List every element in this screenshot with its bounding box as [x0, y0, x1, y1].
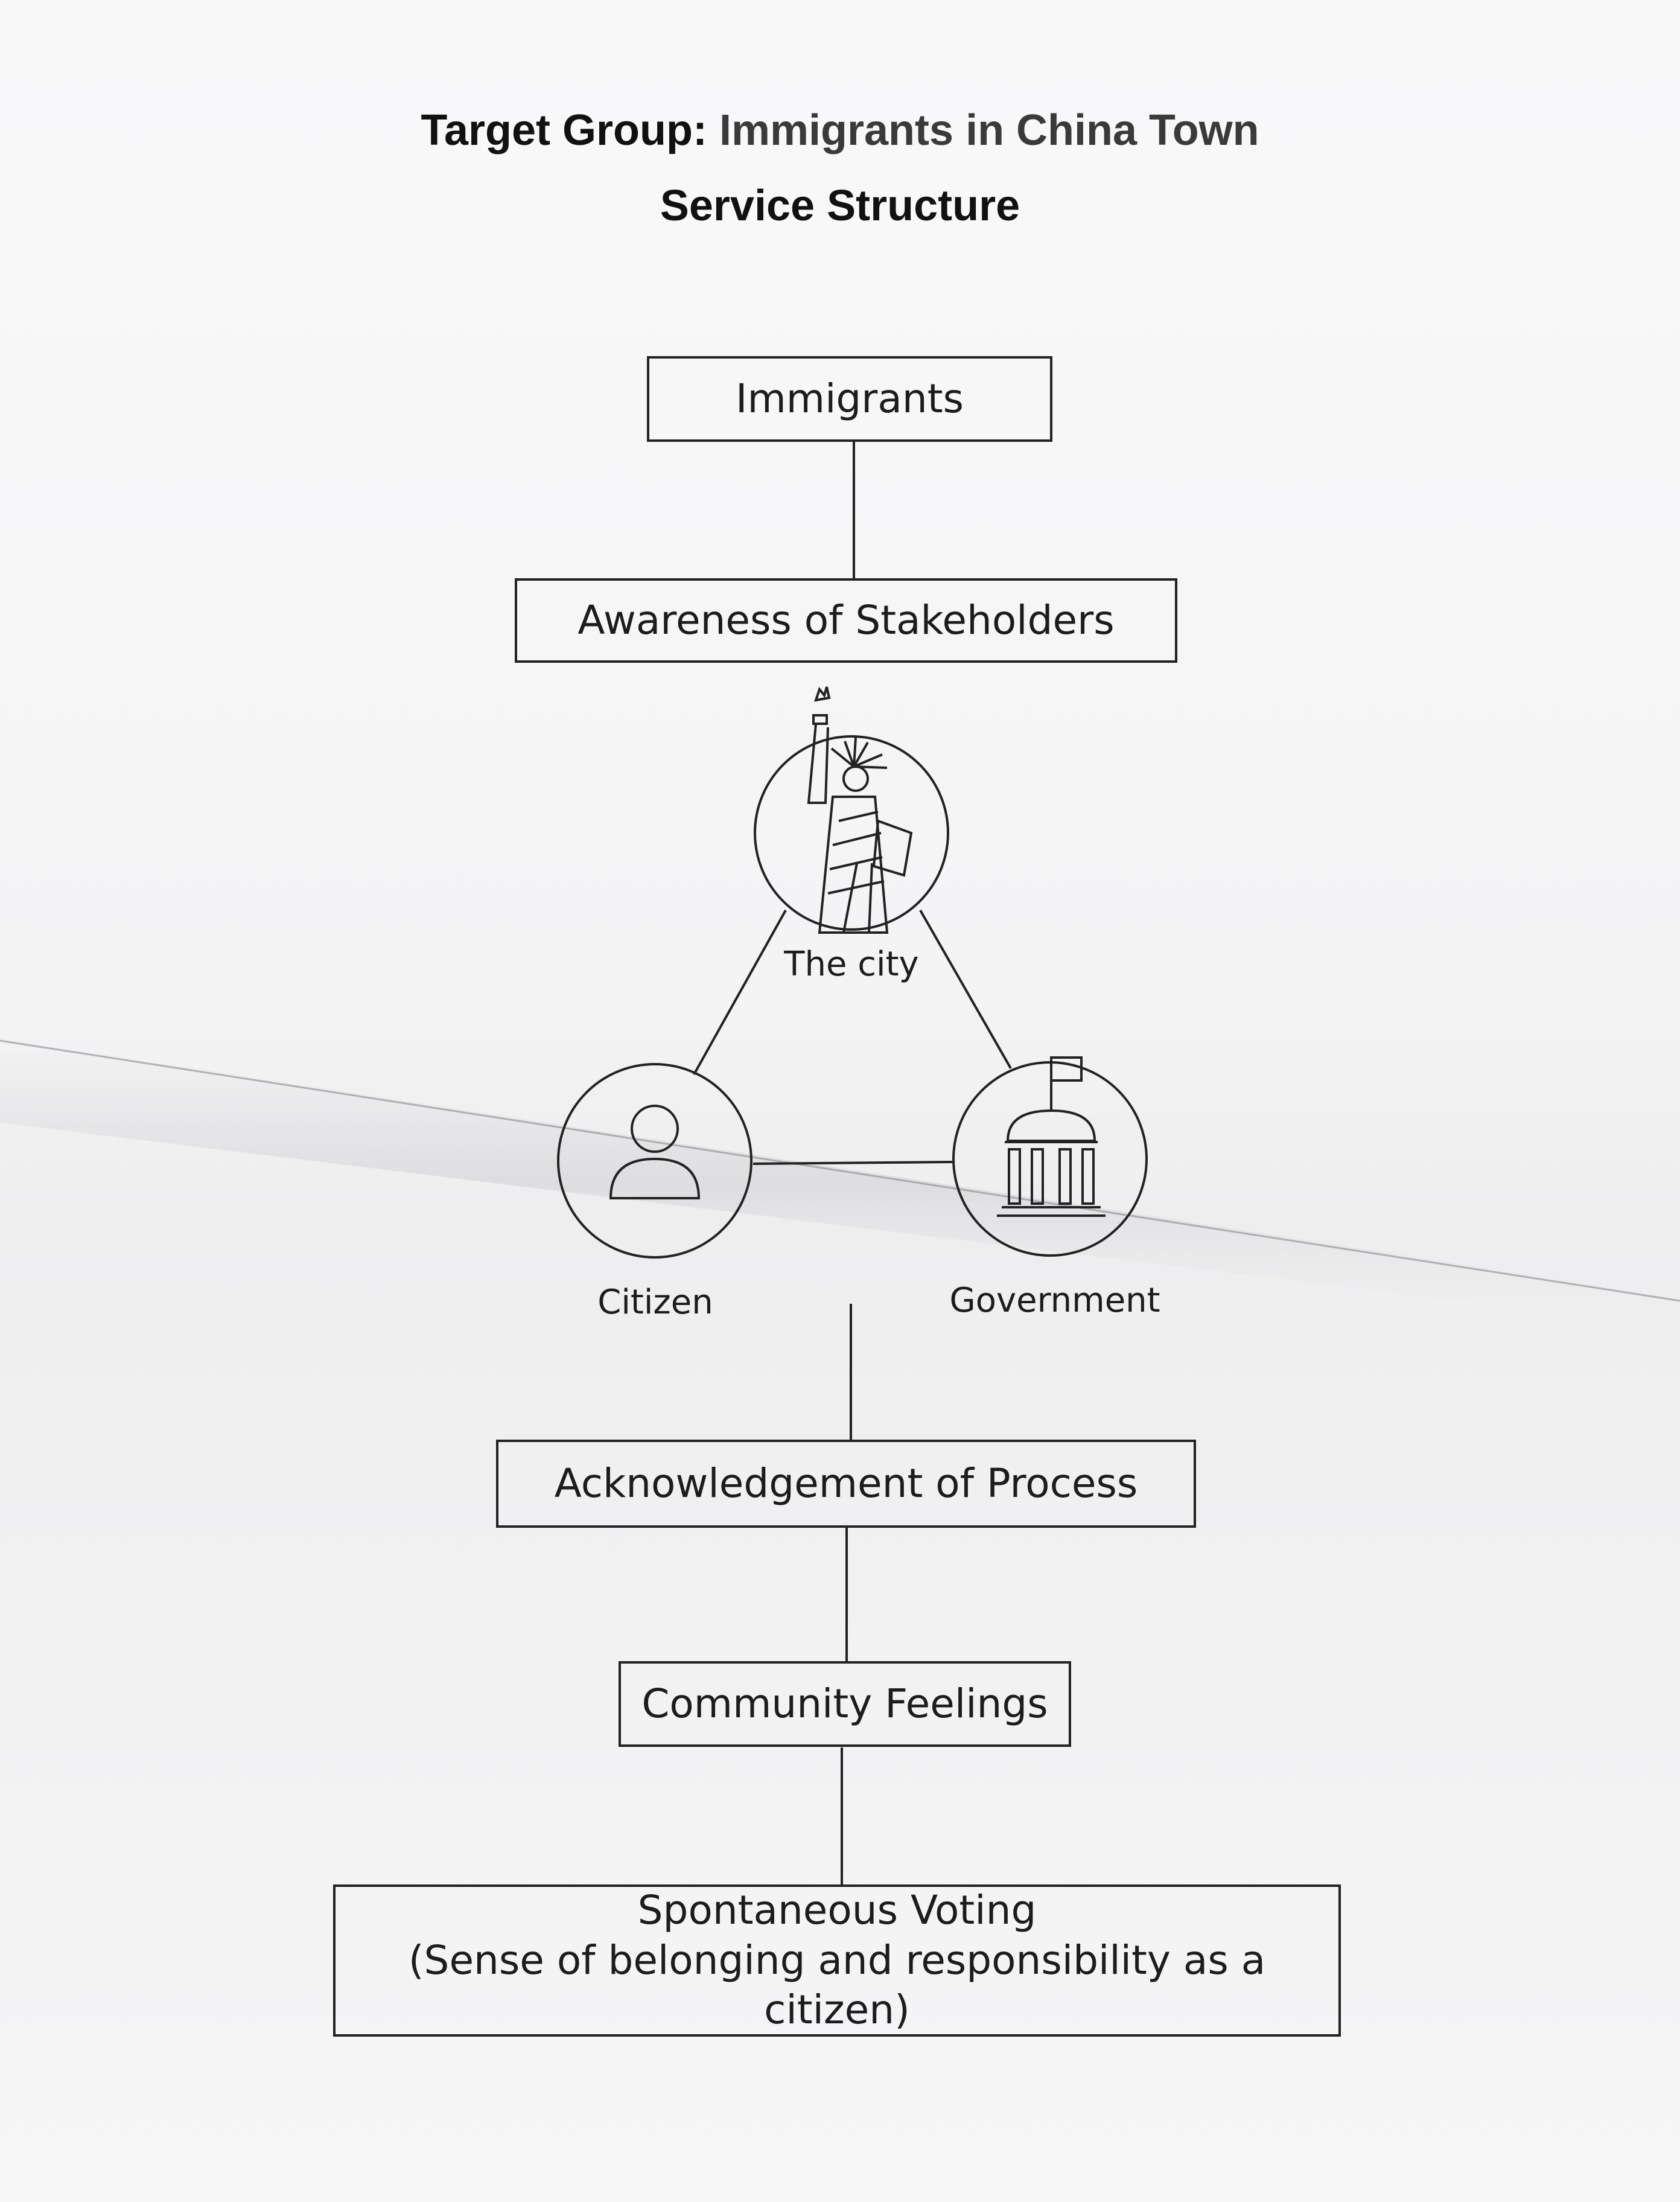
page-subtitle: Service Structure	[660, 182, 1020, 230]
title-target-group: Immigrants in China Town	[719, 106, 1259, 155]
edge-city-government	[919, 910, 1012, 1069]
page-title: Target Group: Immigrants in China Town	[0, 106, 1680, 155]
title-prefix: Target Group:	[421, 106, 719, 155]
government-label: Government	[949, 1281, 1160, 1320]
person-icon	[557, 1063, 752, 1259]
voting-title: Spontaneous Voting	[637, 1887, 1037, 1934]
immigrants-box: Immigrants	[647, 356, 1052, 442]
acknowledgement-box: Acknowledgement of Process	[496, 1440, 1196, 1528]
voting-subtitle: (Sense of belonging and responsibility a…	[408, 1936, 1266, 2034]
citizen-label: Citizen	[597, 1283, 713, 1322]
statue-of-liberty-icon	[754, 686, 949, 934]
city-label: The city	[784, 945, 919, 984]
government-building-icon	[952, 1056, 1148, 1257]
voting-box: Spontaneous Voting (Sense of belonging a…	[333, 1884, 1341, 2037]
edge-city-citizen	[693, 910, 787, 1075]
community-box: Community Feelings	[619, 1661, 1071, 1747]
awareness-box: Awareness of Stakeholders	[515, 578, 1177, 663]
edge-citizen-government	[752, 1161, 953, 1165]
